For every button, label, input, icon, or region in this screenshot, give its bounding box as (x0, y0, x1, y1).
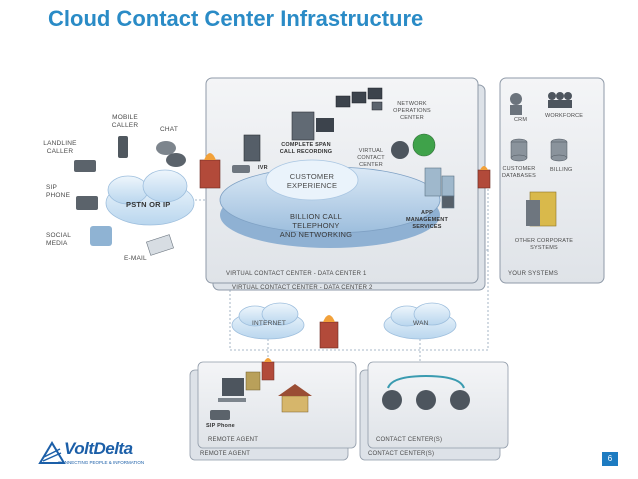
recording-server-icon (291, 111, 334, 141)
internet-cloud (231, 302, 305, 340)
sip-phone-line2: PHONE (46, 192, 71, 199)
landline-caller-line1: LANDLINE (43, 140, 77, 147)
email-envelope-icon (146, 234, 174, 256)
email-label: E-MAIL (124, 255, 147, 262)
mobile-caller-line1: MOBILE (112, 114, 138, 121)
customer-experience-line2: EXPERIENCE (286, 181, 338, 190)
agent-headsets-icon (382, 390, 470, 410)
noc-monitors-icon (335, 87, 383, 111)
mobile-phone-icon (118, 136, 128, 158)
vcc-line3: CENTER (359, 162, 383, 168)
remote-agent-back-label: REMOTE AGENT (200, 451, 251, 457)
app-management-line3: SERVICES (412, 224, 442, 230)
workforce-users-icon (548, 92, 572, 108)
billion-call-line2: AND NETWORKING (279, 230, 353, 239)
workforce-label: WORKFORCE (545, 113, 584, 119)
vcc-line1: VIRTUAL (358, 148, 384, 154)
page-number-badge: 6 (602, 452, 618, 466)
voltdelta-logo-mark (38, 441, 66, 464)
wan-cloud (383, 302, 457, 340)
billion-call-line1: BILLION CALL TELEPHONY (289, 212, 342, 230)
voltdelta-logo: VoltDelta CONNECTING PEOPLE & INFORMATIO… (38, 437, 158, 471)
sip-phone-line1: SIP (46, 184, 58, 191)
dc-firewall-right (477, 166, 491, 189)
ivr-phone-icon (232, 165, 250, 173)
your-systems-label: YOUR SYSTEMS (508, 271, 559, 277)
vcc-line2: CONTACT (357, 155, 385, 161)
customer-db-line2: DATABASES (502, 173, 536, 179)
app-management-servers-icon (424, 167, 455, 209)
vcc-headset-icon (391, 141, 409, 159)
social-media-line2: MEDIA (46, 240, 68, 247)
customer-experience-cloud (265, 159, 359, 201)
customer-experience-line1: CUSTOMER (289, 172, 335, 181)
contact-centers-back-label: CONTACT CENTER(S) (368, 451, 435, 457)
wan-label: WAN (413, 320, 429, 327)
chat-label: CHAT (159, 126, 178, 133)
dc2-label: VIRTUAL CONTACT CENTER - DATA CENTER 2 (232, 285, 373, 291)
complete-span-line2: CALL RECORDING (279, 149, 333, 155)
network-firewall (319, 315, 339, 349)
logo-tagline: CONNECTING PEOPLE & INFORMATION (58, 460, 145, 465)
complete-span-line1: COMPLETE SPAN (281, 142, 331, 148)
remote-agent-front-label: REMOTE AGENT (208, 437, 259, 443)
pstn-label: PSTN OR IP (126, 200, 171, 209)
ivr-server-icon (243, 134, 261, 162)
logo-name: VoltDelta (64, 439, 133, 458)
sip-phone-icon-left (76, 196, 98, 210)
noc-line2: OPERATIONS (393, 108, 431, 114)
page-title: Cloud Contact Center Infrastructure (48, 6, 424, 31)
remote-firewall (261, 358, 275, 381)
agent-network-arc (387, 374, 465, 389)
app-management-line2: MANAGEMENT (405, 217, 449, 223)
internet-label: INTERNET (252, 320, 287, 327)
chat-bubbles-icon (156, 141, 186, 167)
your-systems-panel (499, 77, 605, 284)
globe-icon (412, 133, 436, 157)
billing-label: BILLING (550, 167, 573, 173)
customer-db-line1: CUSTOMER (502, 166, 536, 172)
noc-line1: NETWORK (397, 101, 427, 107)
customer-database-icon (510, 138, 528, 162)
crm-label: CRM (514, 117, 528, 123)
social-media-icon (90, 226, 112, 246)
remote-router-icon (245, 371, 261, 391)
billing-database-icon (550, 138, 568, 162)
social-media-line1: SOCIAL (46, 232, 72, 239)
app-management-line1: APP (421, 210, 433, 216)
mobile-caller-line2: CALLER (111, 122, 139, 129)
noc-line3: CENTER (400, 115, 424, 121)
crm-users-icon (510, 93, 522, 115)
pstn-cloud (105, 169, 195, 226)
sip-phone-remote-label: SIP Phone (206, 423, 235, 429)
home-icon (278, 384, 312, 413)
remote-computer-icon (218, 378, 246, 402)
dc1-label: VIRTUAL CONTACT CENTER - DATA CENTER 1 (226, 271, 367, 277)
landline-caller-line2: CALLER (46, 148, 74, 155)
other-corporate-line1: OTHER CORPORATE (514, 238, 574, 244)
contact-center-panel (367, 361, 509, 449)
contact-centers-front-label: CONTACT CENTER(S) (376, 437, 443, 443)
remote-sip-phone-icon (210, 410, 230, 420)
ivr-label: IVR (258, 165, 268, 171)
landline-phone-icon (74, 160, 96, 172)
corporate-systems-icon (526, 191, 557, 227)
dc-firewall-left (199, 153, 221, 189)
other-corporate-line2: SYSTEMS (530, 245, 558, 251)
